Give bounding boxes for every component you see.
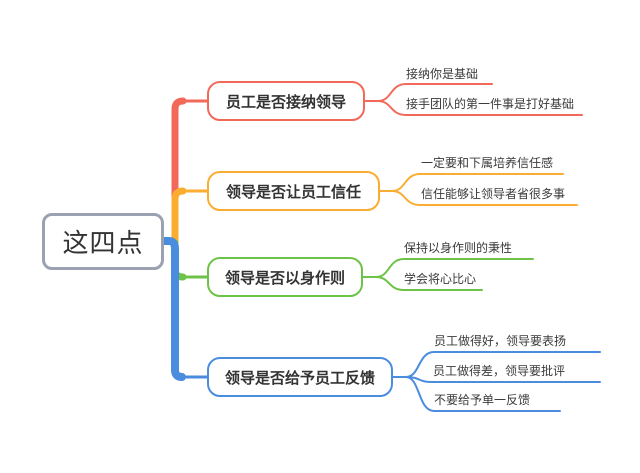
child-link-1-2 — [377, 100, 583, 116]
central-topic-label: 这四点 — [62, 228, 144, 258]
child-link-2-2 — [391, 190, 578, 206]
subtopic-4-1[interactable]: 员工做得好，领导要表扬 — [434, 334, 567, 348]
child-link-3-2 — [375, 276, 483, 291]
subtopic-3-1[interactable]: 保持以身作则的秉性 — [404, 241, 513, 255]
branch-topic-lead-by-example[interactable]: 领导是否以身作则 — [207, 257, 363, 297]
branch-topic-label: 领导是否给予员工反馈 — [224, 369, 375, 387]
trunk-branch-2 — [171, 187, 187, 247]
central-topic[interactable]: 这四点 — [42, 213, 164, 270]
branch-topic-give-feedback[interactable]: 领导是否给予员工反馈 — [207, 357, 393, 397]
branch-topic-label: 员工是否接纳领导 — [225, 93, 346, 111]
subtopic-3-2[interactable]: 学会将心比心 — [404, 272, 477, 286]
branch-topic-employee-trust[interactable]: 领导是否让员工信任 — [207, 171, 380, 211]
subtopic-1-2[interactable]: 接手团队的第一件事是打好基础 — [406, 97, 575, 111]
child-link-4-3 — [405, 376, 561, 412]
subtopic-1-1[interactable]: 接纳你是基础 — [406, 67, 479, 81]
subtopic-2-1[interactable]: 一定要和下属培养信任感 — [421, 156, 554, 170]
trunk-branch-4 — [158, 237, 186, 381]
subtopic-2-2[interactable]: 信任能够让领导者省很多事 — [421, 187, 566, 201]
subtopic-4-3[interactable]: 不要给予单一反馈 — [434, 393, 531, 407]
subtopic-4-2[interactable]: 员工做得差，领导要批评 — [433, 364, 566, 378]
branch-topic-label: 领导是否以身作则 — [224, 269, 345, 287]
branch-topic-accept-leader[interactable]: 员工是否接纳领导 — [207, 81, 365, 121]
child-link-4-1 — [405, 351, 601, 378]
branch-topic-label: 领导是否让员工信任 — [225, 183, 361, 201]
child-link-3-1 — [375, 258, 534, 278]
